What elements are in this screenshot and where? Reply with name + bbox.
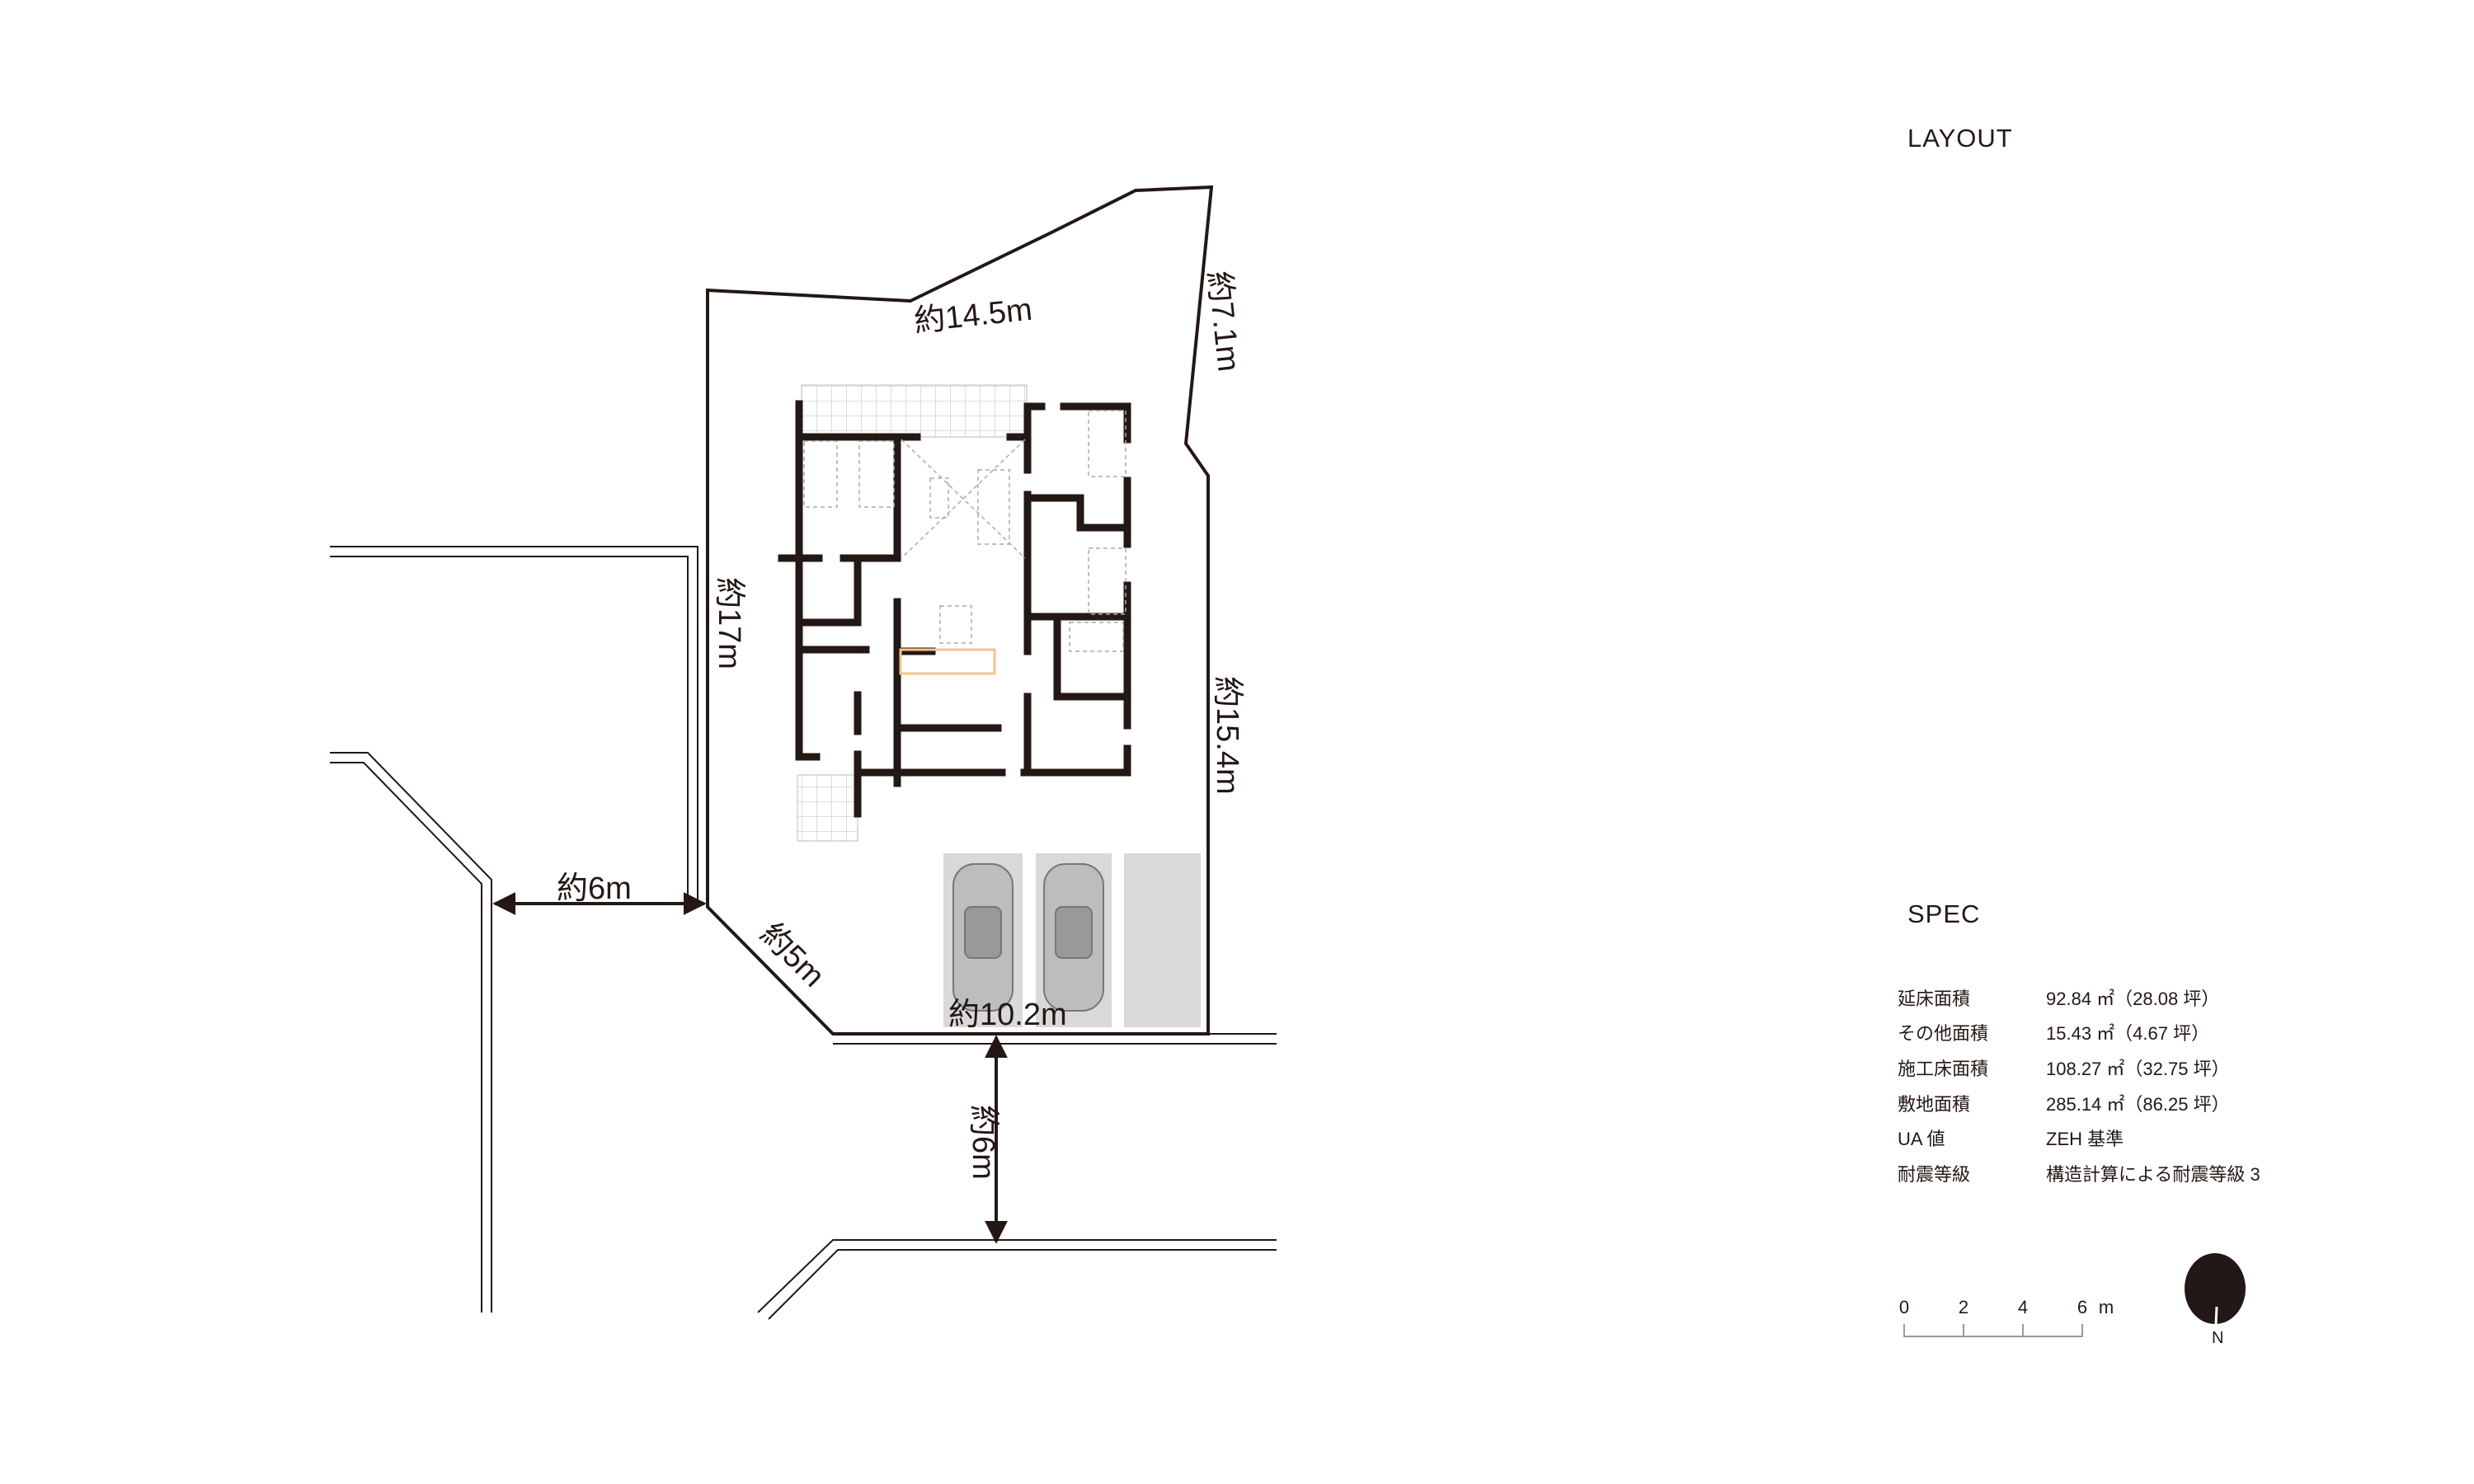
site-boundary [706, 185, 1214, 1036]
spec-value: 構造計算による耐震等級 3 [2046, 1164, 2260, 1185]
dim-corner-cut: 約5m [754, 917, 831, 994]
dim-west-road: 約6m [557, 871, 632, 906]
dim-south-side: 約10.2m [948, 998, 1067, 1032]
parking-space [1124, 853, 1201, 1027]
spec-label: 耐震等級 [1898, 1164, 1971, 1185]
scale-tick-label: 2 [1958, 1297, 1969, 1317]
spec-label: その他面積 [1898, 1023, 1989, 1044]
north-label: N [2212, 1329, 2224, 1347]
spec-value: 15.43 ㎡（4.67 坪） [2046, 1023, 2210, 1044]
spec-label: UA 値 [1898, 1129, 1945, 1149]
dim-north-side: 約14.5m [912, 293, 1033, 340]
spec-value: ZEH 基準 [2046, 1129, 2124, 1149]
dim-northeast-side: 約7.1m [1201, 270, 1246, 373]
dim-east-side: 約15.4m [1210, 676, 1244, 795]
scale-tick-label: 6 [2077, 1297, 2088, 1317]
spec-value: 108.27 ㎡（32.75 坪） [2046, 1059, 2230, 1079]
wood-deck [801, 384, 1028, 438]
dim-south-road: 約6m [966, 1105, 1000, 1180]
dim-west-side: 約17m [712, 577, 746, 669]
north-arrow-icon [2185, 1253, 2246, 1326]
scale-tick-label: 4 [2017, 1297, 2029, 1317]
spec-label: 施工床面積 [1898, 1059, 1989, 1079]
layout-heading: LAYOUT [1907, 124, 2013, 153]
interior-furniture [803, 410, 1126, 652]
car-icon [952, 863, 1014, 1012]
scale-tick-label: 0 [1898, 1297, 1910, 1317]
spec-label: 敷地面積 [1898, 1094, 1971, 1115]
entrance-porch [797, 774, 858, 842]
spec-value: 92.84 ㎡（28.08 坪） [2046, 989, 2220, 1009]
spec-label: 延床面積 [1898, 989, 1971, 1009]
parking-area [943, 853, 1201, 1027]
house-floor-plan [778, 400, 1131, 818]
car-icon [1043, 863, 1104, 1012]
scale-bar [1903, 1324, 2083, 1337]
kitchen-counter [899, 648, 996, 675]
scale-unit-label: m [2098, 1297, 2114, 1317]
spec-value: 285.14 ㎡（86.25 坪） [2046, 1094, 2230, 1115]
spec-heading: SPEC [1907, 899, 1981, 928]
